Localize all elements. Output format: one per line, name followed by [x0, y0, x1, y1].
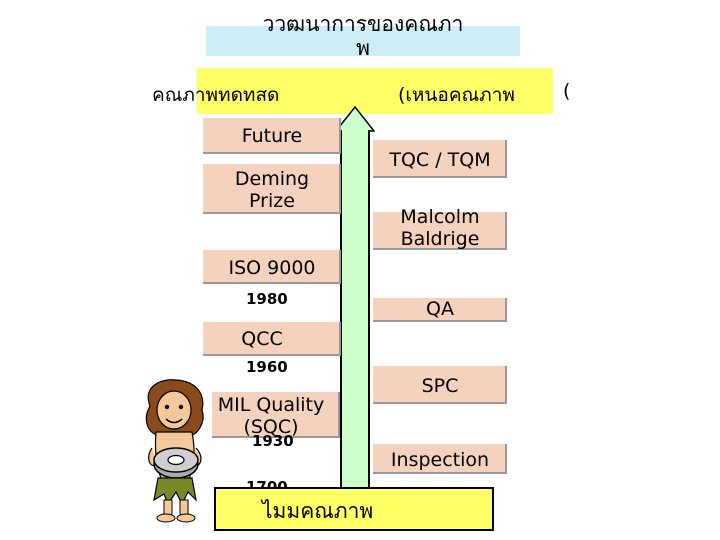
- label-qa: QA: [426, 298, 454, 320]
- year-1930: 1930: [252, 432, 294, 450]
- year-1980: 1980: [246, 290, 288, 308]
- box-tqc-tqm: [373, 140, 507, 178]
- title-background: [206, 26, 520, 56]
- up-arrow-icon: [335, 106, 375, 132]
- label-qcc: QCC: [241, 328, 283, 350]
- box-inspection: [373, 444, 507, 474]
- label-mil-quality: MIL Quality (SQC): [217, 394, 325, 438]
- label-tqc-tqm: TQC / TQM: [389, 149, 491, 171]
- box-deming-prize: [203, 164, 341, 214]
- top-left-label: คณภาพทดทสด: [152, 84, 280, 106]
- diagram-title: ววฒนาการของคณภา พ: [262, 12, 464, 60]
- box-iso-9000: [203, 250, 341, 284]
- label-iso-9000: ISO 9000: [228, 257, 316, 279]
- top-bar: [197, 68, 553, 114]
- label-spc: SPC: [421, 375, 459, 397]
- box-qcc: [203, 322, 341, 356]
- top-right-label: (เหนอคณภาพ: [398, 84, 515, 106]
- arrow-shaft: [340, 130, 370, 492]
- bottom-bar: [214, 487, 494, 531]
- box-future: [203, 118, 341, 154]
- label-deming-prize: Deming Prize: [234, 168, 310, 212]
- box-mil-quality: [212, 392, 340, 438]
- box-qa: [373, 298, 507, 322]
- year-1960: 1960: [246, 358, 288, 376]
- label-malcolm-baldrige: Malcolm Baldrige: [400, 206, 480, 250]
- label-future: Future: [241, 125, 303, 147]
- label-inspection: Inspection: [390, 449, 490, 471]
- caveman-icon: [145, 379, 204, 523]
- box-malcolm-baldrige: [373, 212, 507, 250]
- box-spc: [373, 366, 507, 404]
- bottom-label: ไมมคณภาพ: [262, 499, 374, 523]
- top-paren-label: (: [563, 80, 571, 102]
